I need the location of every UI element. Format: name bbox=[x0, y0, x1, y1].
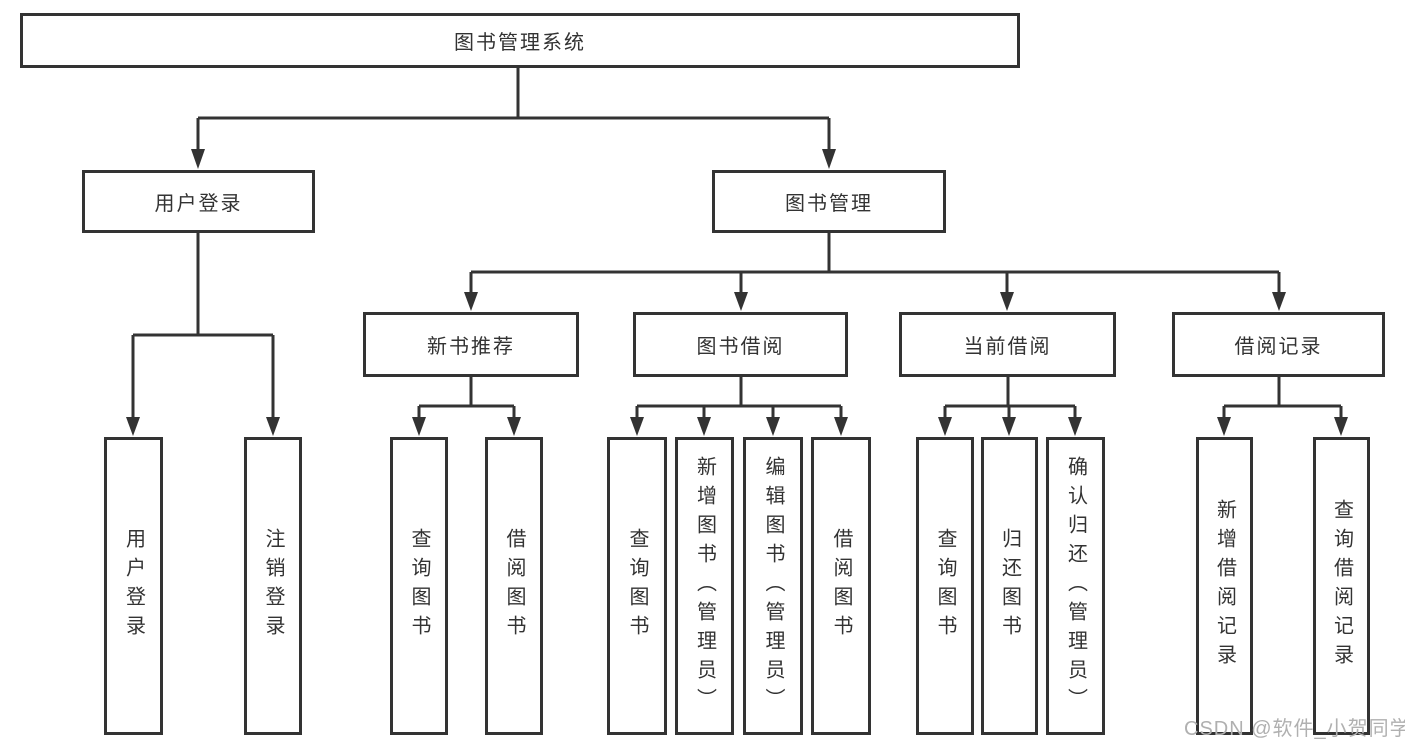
connector-root-to-level2 bbox=[191, 68, 836, 169]
leaf-user-login: 用户登录 bbox=[104, 437, 163, 735]
leaf-logout: 注销登录 bbox=[244, 437, 302, 735]
node-book-borrow-label: 图书借阅 bbox=[696, 336, 785, 358]
node-book-management: 图书管理 bbox=[712, 170, 946, 233]
leaf-borrow-books-recommend-label: 借阅图书 bbox=[503, 528, 525, 644]
connector-user-login-branch bbox=[126, 233, 280, 436]
connector-borrow-record-branch bbox=[1217, 377, 1348, 436]
node-borrow-records-label: 借阅记录 bbox=[1234, 336, 1323, 358]
node-current-borrow: 当前借阅 bbox=[899, 312, 1116, 377]
leaf-query-borrow-record-label: 查询借阅记录 bbox=[1330, 499, 1353, 673]
connector-current-borrow-branch bbox=[938, 377, 1082, 436]
csdn-watermark: CSDN @软件_小贺同学 bbox=[1184, 718, 1405, 740]
leaf-query-books-current-label: 查询图书 bbox=[934, 528, 956, 644]
leaf-borrow-books-borrow: 借阅图书 bbox=[811, 437, 871, 735]
leaf-add-borrow-record: 新增借阅记录 bbox=[1196, 437, 1253, 735]
node-borrow-records: 借阅记录 bbox=[1172, 312, 1385, 377]
node-user-login-label: 用户登录 bbox=[154, 193, 243, 215]
leaf-confirm-return-admin: 确认归还（管理员） bbox=[1046, 437, 1105, 735]
leaf-add-borrow-record-label: 新增借阅记录 bbox=[1213, 499, 1236, 673]
connector-book-borrow-branch bbox=[630, 377, 848, 436]
node-new-book-recommend: 新书推荐 bbox=[363, 312, 579, 377]
leaf-query-books-recommend-label: 查询图书 bbox=[408, 528, 430, 644]
leaf-add-book-admin-label: 新增图书（管理员） bbox=[693, 455, 716, 717]
node-root-label: 图书管理系统 bbox=[454, 32, 586, 54]
leaf-query-books-borrow: 查询图书 bbox=[607, 437, 667, 735]
leaf-return-book-label: 归还图书 bbox=[998, 528, 1021, 644]
leaf-logout-label: 注销登录 bbox=[262, 528, 284, 644]
node-new-book-recommend-label: 新书推荐 bbox=[427, 336, 515, 358]
leaf-query-books-current: 查询图书 bbox=[916, 437, 974, 735]
leaf-edit-book-admin: 编辑图书（管理员） bbox=[743, 437, 803, 735]
node-user-login: 用户登录 bbox=[82, 170, 315, 233]
node-book-borrow: 图书借阅 bbox=[633, 312, 848, 377]
connector-book-management-branch bbox=[464, 233, 1286, 311]
node-book-management-label: 图书管理 bbox=[785, 193, 873, 215]
node-root: 图书管理系统 bbox=[20, 13, 1020, 68]
leaf-borrow-books-borrow-label: 借阅图书 bbox=[830, 528, 852, 644]
connector-new-book-branch bbox=[412, 377, 521, 436]
node-current-borrow-label: 当前借阅 bbox=[963, 336, 1052, 358]
leaf-add-book-admin: 新增图书（管理员） bbox=[675, 437, 734, 735]
leaf-query-books-borrow-label: 查询图书 bbox=[626, 528, 648, 644]
leaf-borrow-books-recommend: 借阅图书 bbox=[485, 437, 543, 735]
leaf-query-borrow-record: 查询借阅记录 bbox=[1313, 437, 1370, 735]
leaf-query-books-recommend: 查询图书 bbox=[390, 437, 448, 735]
leaf-confirm-return-admin-label: 确认归还（管理员） bbox=[1064, 455, 1087, 717]
leaf-return-book: 归还图书 bbox=[981, 437, 1038, 735]
leaf-user-login-label: 用户登录 bbox=[122, 528, 145, 644]
leaf-edit-book-admin-label: 编辑图书（管理员） bbox=[762, 455, 784, 717]
